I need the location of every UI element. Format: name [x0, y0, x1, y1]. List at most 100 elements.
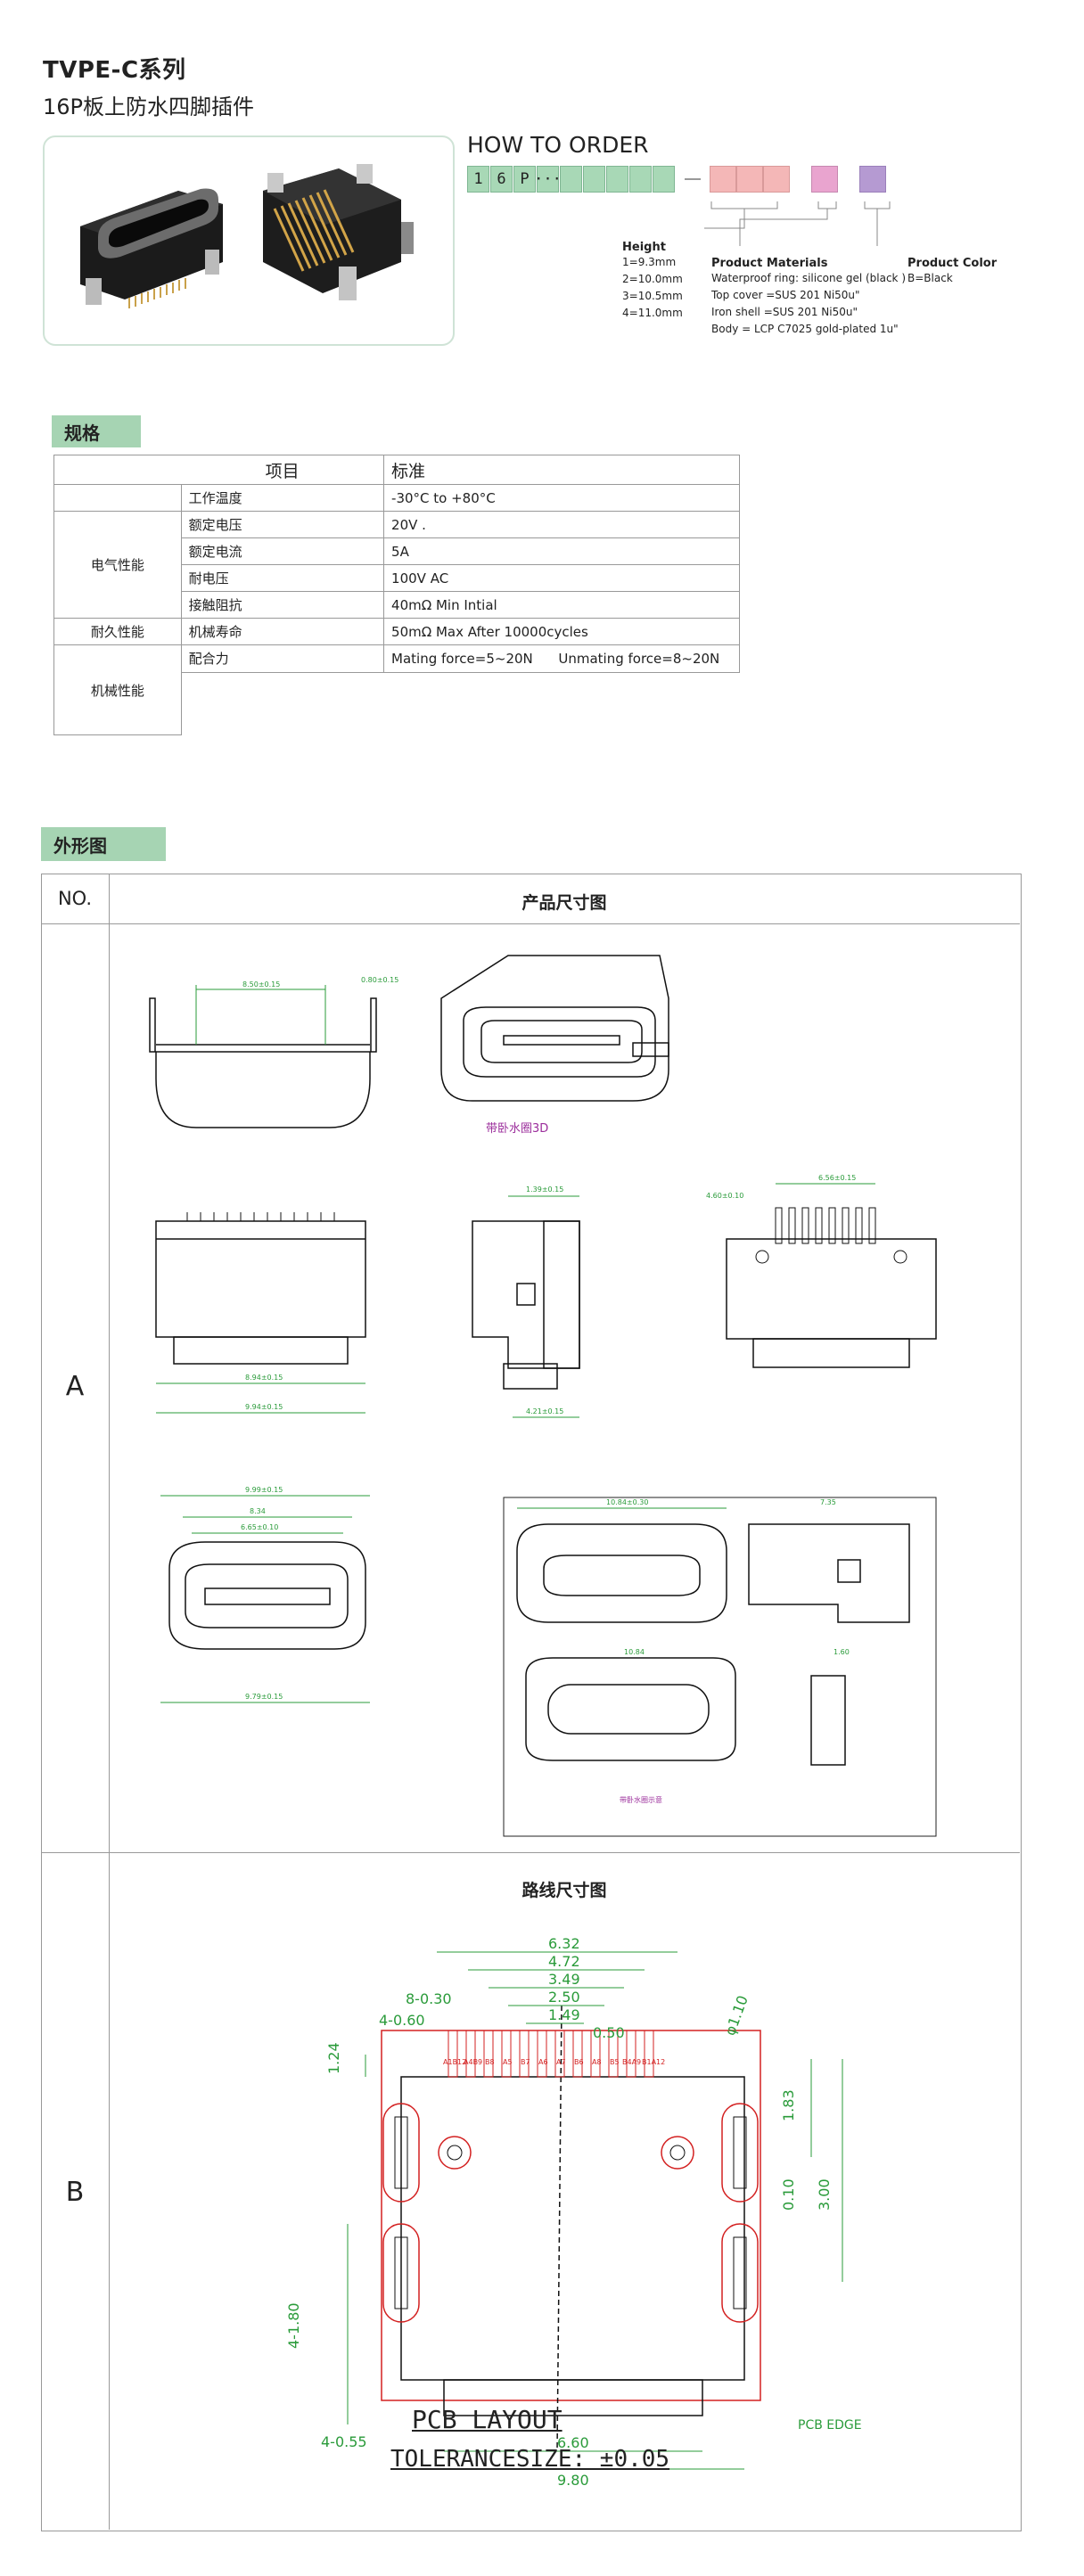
height-spec: Height 1=9.3mm 2=10.0mm 3=10.5mm 4=11.0m… [622, 241, 683, 319]
svg-text:8.94±0.15: 8.94±0.15 [245, 1374, 283, 1382]
svg-text:2.50: 2.50 [548, 1989, 580, 2006]
svg-text:4.60±0.10: 4.60±0.10 [706, 1192, 743, 1200]
svg-text:3.00: 3.00 [816, 2178, 833, 2211]
svg-text:带卧水圈示意: 带卧水圈示意 [620, 1795, 662, 1804]
code-cell [606, 166, 628, 193]
code-cell [583, 166, 605, 193]
svg-text:1.60: 1.60 [834, 1648, 850, 1656]
drawing-section-tag: 外形图 [41, 827, 166, 861]
3d-view: 带卧水圈3D [440, 955, 669, 1136]
svg-text:8.50±0.15: 8.50±0.15 [242, 980, 280, 989]
materials-spec: Product Materials Waterproof ring: silic… [711, 257, 907, 335]
color-spec: Product Color B=Black [907, 257, 998, 284]
group-electrical: 电气性能 [53, 511, 182, 619]
table-row: 工作温度 -30°C to +80°C [53, 484, 740, 512]
svg-text:A6: A6 [538, 2058, 548, 2066]
table-row: 接触阻抗 40mΩ Min Intial [54, 591, 740, 619]
svg-text:1.49: 1.49 [548, 2006, 580, 2023]
svg-text:6.32: 6.32 [548, 1935, 580, 1952]
product-dimension-drawing: 8.50±0.15 0.80±0.15 带卧水圈3D 8.94±0.15 9.9… [149, 955, 937, 1837]
svg-text:9.99±0.15: 9.99±0.15 [245, 1486, 283, 1494]
spec-head-standard: 标准 [383, 455, 740, 485]
table-row: 电气性能 额定电压 20V . [53, 511, 740, 619]
table-row: 耐久性能 机械寿命 50mΩ Max After 10000cycles [53, 618, 740, 645]
svg-text:1.24: 1.24 [325, 2042, 342, 2074]
svg-text:4.21±0.15: 4.21±0.15 [526, 1407, 563, 1415]
svg-text:9.79±0.15: 9.79±0.15 [245, 1693, 283, 1701]
code-cell [560, 166, 582, 193]
code-cell [653, 166, 675, 193]
group-mechanical: 机械性能 [53, 644, 182, 735]
svg-text:A7: A7 [556, 2058, 566, 2066]
svg-text:B6: B6 [574, 2058, 584, 2066]
svg-text:9.94±0.15: 9.94±0.15 [245, 1403, 283, 1411]
svg-text:8.34: 8.34 [250, 1507, 266, 1515]
svg-text:3.49: 3.49 [548, 1971, 580, 1988]
table-row: 额定电流 5A [54, 537, 740, 565]
svg-text:A8: A8 [592, 2058, 602, 2066]
row-label-a: A [65, 1371, 85, 1402]
layout-dimension-title: 路线尺寸图 [521, 1881, 607, 1900]
code-cell: 1 [467, 166, 489, 193]
connector-rear-illustration [263, 164, 414, 300]
how-to-order-title: HOW TO ORDER [467, 132, 649, 158]
rear-view: 6.56±0.15 4.60±0.10 [706, 1174, 937, 1368]
svg-text:6.60: 6.60 [557, 2434, 589, 2451]
page-title: TVPE-C系列 [43, 57, 186, 84]
height-code-cell [710, 166, 736, 193]
svg-text:1.83: 1.83 [780, 2089, 797, 2121]
material-code-cell [811, 166, 838, 193]
color-code-cell [859, 166, 886, 193]
header-divider [41, 923, 1020, 924]
svg-text:B8: B8 [485, 2058, 495, 2066]
front-view: 8.94±0.15 9.94±0.15 [155, 1212, 366, 1414]
product-dimension-title: 产品尺寸图 [521, 893, 607, 913]
row-label-b: B [65, 2177, 85, 2208]
svg-text:1.39±0.15: 1.39±0.15 [526, 1185, 563, 1194]
spec-table-head: 项目 标准 [53, 455, 740, 485]
svg-text:9.80: 9.80 [557, 2472, 589, 2489]
order-code-row: 1 6 P ··· [467, 166, 886, 193]
spec-table: 项目 标准 工作温度 -30°C to +80°C 电气性能 额定电压 20V … [53, 455, 740, 735]
page-subtitle: 16P板上防水四脚插件 [43, 94, 255, 119]
boxed-assembly-view: 10.84±0.30 7.35 10.84 1.60 带卧水圈示意 [503, 1497, 937, 1837]
svg-text:10.84±0.30: 10.84±0.30 [606, 1498, 648, 1506]
svg-text:7.35: 7.35 [820, 1498, 836, 1506]
height-code-cell [763, 166, 790, 193]
svg-text:带卧水圈3D: 带卧水圈3D [486, 1122, 548, 1136]
svg-text:0.10: 0.10 [780, 2178, 797, 2211]
svg-text:8-0.30: 8-0.30 [406, 1990, 452, 2007]
svg-text:4-0.60: 4-0.60 [379, 2012, 425, 2029]
svg-text:6.56±0.15: 6.56±0.15 [818, 1174, 856, 1182]
pcb-layout-drawing: 6.32 4.72 3.49 2.50 1.49 0.50 8-0.30 4-0… [285, 1935, 862, 2489]
table-row: 机械性能 配合力 Mating force=5~20N Unmating for… [53, 644, 740, 735]
code-cell: P [513, 166, 536, 193]
no-header: NO. [57, 888, 93, 909]
svg-text:4-1.80: 4-1.80 [285, 2302, 302, 2349]
group-durability: 耐久性能 [53, 618, 182, 645]
code-cell: 6 [490, 166, 513, 193]
spec-section-tag: 规格 [52, 415, 141, 447]
side-view-right: 1.39±0.15 4.21±0.15 [472, 1185, 580, 1418]
svg-text:4.72: 4.72 [548, 1953, 580, 1970]
spec-head-item: 项目 [181, 455, 385, 485]
column-divider [109, 874, 110, 2530]
code-cell: ··· [534, 166, 562, 193]
svg-text:B5: B5 [610, 2058, 620, 2066]
svg-text:A4B9: A4B9 [464, 2058, 482, 2066]
drawing-frame [41, 874, 1022, 2531]
top-view: 9.99±0.15 8.34 6.65±0.10 9.79±0.15 [160, 1486, 370, 1703]
svg-text:B4A9: B4A9 [622, 2058, 641, 2066]
row-divider [41, 1852, 1020, 1853]
svg-text:10.84: 10.84 [624, 1648, 645, 1656]
svg-text:B7: B7 [521, 2058, 530, 2066]
svg-text:0.80±0.15: 0.80±0.15 [361, 976, 398, 984]
connector-front-illustration [80, 188, 223, 308]
svg-text:0.50: 0.50 [593, 2024, 625, 2041]
svg-text:6.65±0.10: 6.65±0.10 [241, 1523, 278, 1531]
svg-text:A1B12: A1B12 [443, 2058, 466, 2066]
svg-text:PCB EDGE: PCB EDGE [798, 2418, 862, 2432]
pcb-layout-caption: PCB LAYOUT [412, 2405, 563, 2434]
svg-text:4-0.55: 4-0.55 [321, 2433, 367, 2450]
code-cell [629, 166, 652, 193]
